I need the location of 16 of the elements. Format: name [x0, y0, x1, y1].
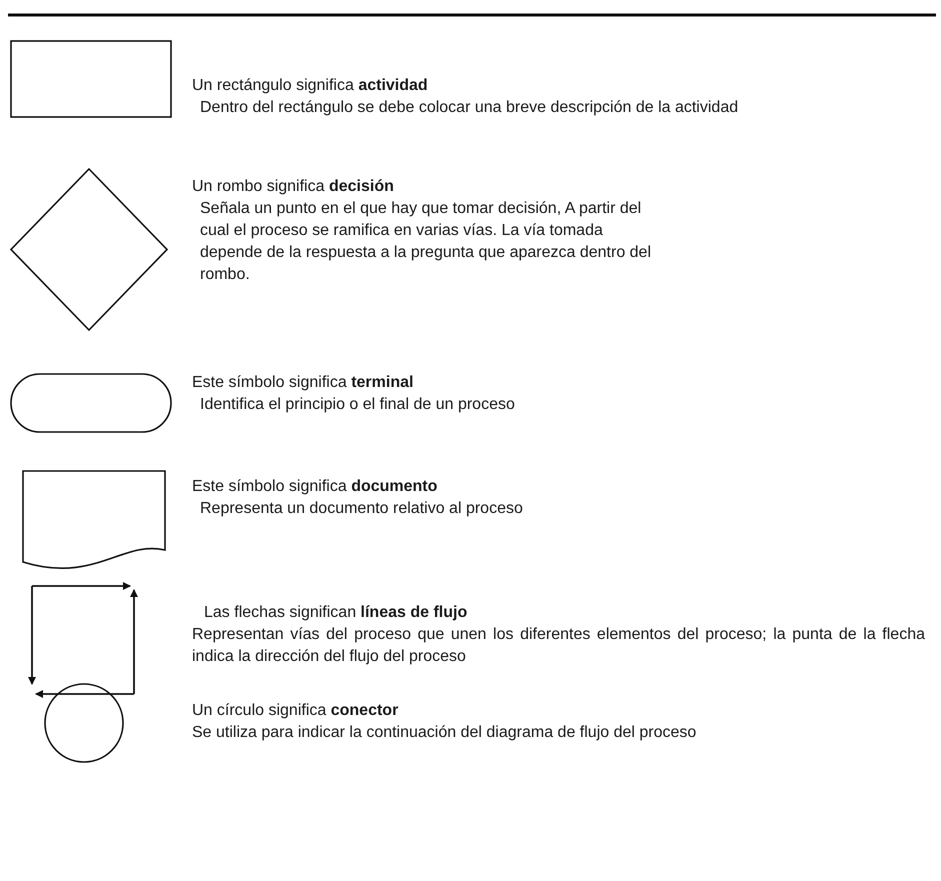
symbol-heading: Un rombo significa decisión [192, 177, 395, 197]
symbol-description: Representan vías del proceso que unen los diferentes elementos del proceso; la punta de la flecha indica la dirección del flujo del proceso [192, 625, 925, 667]
symbol-description: Señala un punto en el que hay que tomar decisión, A partir del cual el proceso se ramifica en varias vías. La vía tomada depende de la respuesta a la pregunta que aparezca dentro del rombo. [200, 199, 652, 285]
symbol-heading: Un círculo significa conector [192, 701, 400, 721]
activity-rectangle [10, 40, 172, 118]
symbol-heading: Las flechas significan líneas de flujo [204, 603, 468, 623]
symbol-description: Dentro del rectángulo se debe colocar una breve descripción de la actividad [200, 98, 740, 118]
symbol-heading: Este símbolo significa terminal [192, 373, 414, 393]
symbol-description: Representa un documento relativo al proceso [200, 499, 524, 519]
symbol-description: Identifica el principio o el final de un proceso [200, 395, 516, 415]
decision-diamond [10, 168, 168, 331]
symbol-heading: Este símbolo significa documento [192, 477, 438, 497]
symbol-heading: Un rectángulo significa actividad [192, 76, 429, 96]
terminal-shape [10, 373, 172, 433]
symbol-description: Se utiliza para indicar la continuación del diagrama de flujo del proceso [192, 723, 698, 743]
connector-circle [44, 683, 124, 763]
